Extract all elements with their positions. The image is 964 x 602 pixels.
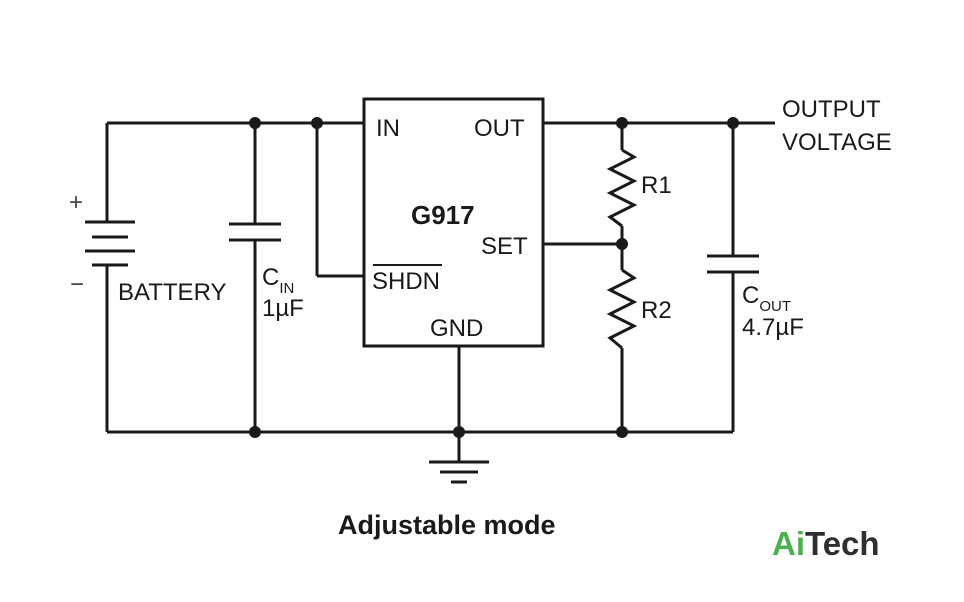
junction-dots bbox=[249, 117, 739, 438]
junction-dot bbox=[311, 117, 323, 129]
cout-label: COUT bbox=[742, 282, 791, 315]
output-line2: VOLTAGE bbox=[782, 129, 892, 156]
pin-gnd-label: GND bbox=[430, 315, 483, 342]
cout-value: 4.7µF bbox=[742, 314, 804, 341]
junction-dot bbox=[616, 426, 628, 438]
output-line1: OUTPUT bbox=[782, 96, 881, 123]
resistor-r2: R2 bbox=[606, 268, 672, 350]
ground-icon bbox=[429, 460, 489, 484]
capacitor-cin: CIN 1µF bbox=[229, 222, 304, 322]
battery-symbol: + − BATTERY bbox=[69, 189, 226, 306]
capacitor-cout: COUT 4.7µF bbox=[707, 254, 804, 341]
battery-minus: − bbox=[70, 271, 84, 298]
cin-label: CIN bbox=[262, 264, 294, 297]
r1-label: R1 bbox=[641, 172, 672, 199]
pin-shdn-label: SHDN bbox=[372, 268, 440, 295]
junction-dot bbox=[453, 426, 465, 438]
battery-plus: + bbox=[69, 189, 83, 216]
junction-dot bbox=[616, 117, 628, 129]
chip-name: G917 bbox=[411, 200, 475, 230]
diagram-caption: Adjustable mode bbox=[338, 510, 556, 540]
pin-in-label: IN bbox=[376, 115, 400, 142]
resistor-r1: R1 bbox=[606, 148, 672, 228]
wires bbox=[105, 121, 775, 462]
junction-dot bbox=[727, 117, 739, 129]
junction-dot bbox=[249, 117, 261, 129]
output-voltage-label: OUTPUT VOLTAGE bbox=[782, 96, 892, 156]
regulator-chip: IN OUT G917 SET SHDN GND bbox=[362, 97, 545, 348]
cin-value: 1µF bbox=[262, 295, 304, 322]
r2-label: R2 bbox=[641, 297, 672, 324]
aitech-logo: AiTech bbox=[772, 525, 880, 562]
junction-dot bbox=[249, 426, 261, 438]
pin-out-label: OUT bbox=[474, 115, 525, 142]
junction-dot bbox=[616, 238, 628, 250]
battery-label: BATTERY bbox=[118, 279, 226, 306]
pin-set-label: SET bbox=[481, 233, 528, 260]
